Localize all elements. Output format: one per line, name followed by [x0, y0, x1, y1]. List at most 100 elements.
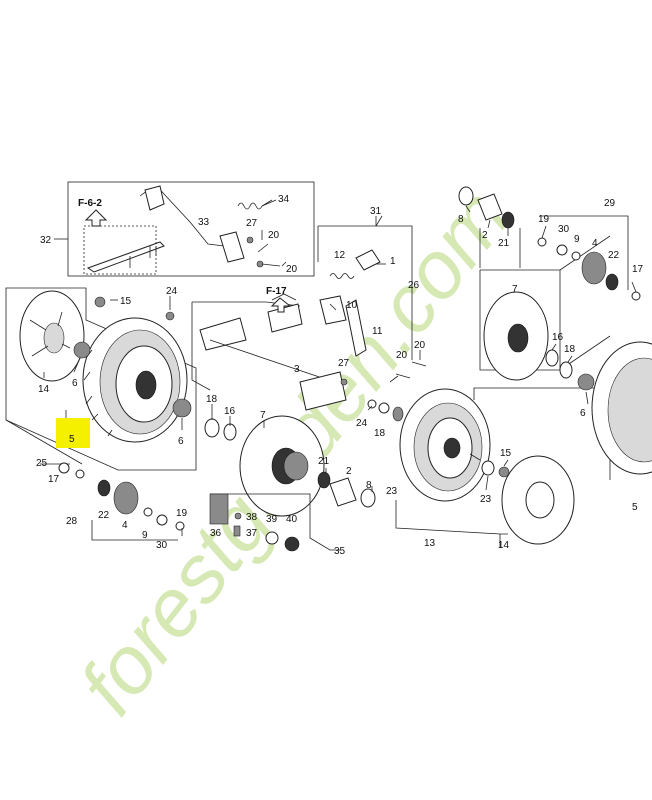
- callout-9a: 9: [142, 530, 148, 541]
- left-assembly-outline: [5, 287, 197, 471]
- callout-23a: 23: [386, 486, 398, 497]
- callout-27a: 27: [246, 218, 258, 229]
- callout-5a: 5: [69, 434, 75, 445]
- callout-4b: 4: [592, 238, 598, 249]
- ref-f17-arrow: [270, 297, 292, 313]
- right-hubcap: [501, 455, 575, 545]
- highlight-part-5[interactable]: [56, 418, 90, 448]
- callout-22a: 22: [98, 510, 110, 521]
- callout-8b: 8: [458, 214, 464, 225]
- gear-6a: [73, 341, 91, 359]
- callout-4a: 4: [122, 520, 128, 531]
- center-frame: [191, 249, 427, 411]
- callout-19b: 19: [538, 214, 550, 225]
- callout-17b: 17: [632, 264, 644, 275]
- callout-18c: 18: [564, 344, 576, 355]
- bushing-21b: [501, 211, 515, 229]
- left-wheel: [82, 317, 188, 443]
- callout-35: 35: [334, 546, 346, 557]
- callout-6c: 6: [580, 408, 586, 419]
- callout-17a: 17: [48, 474, 60, 485]
- callout-22b: 22: [608, 250, 620, 261]
- callout-8a: 8: [366, 480, 372, 491]
- callout-16a: 16: [224, 406, 236, 417]
- callout-34: 34: [278, 194, 290, 205]
- callout-13: 13: [424, 538, 436, 549]
- callout-27b: 27: [338, 358, 350, 369]
- top-shaft-outline: [479, 228, 521, 268]
- callout-38: 38: [246, 512, 258, 523]
- washer-18b: [378, 402, 390, 414]
- bolt-15b: [498, 466, 510, 478]
- callout-6b: 6: [178, 436, 184, 447]
- ref-f62-label: F-6-2: [78, 198, 102, 209]
- gear-6c: [577, 373, 595, 391]
- callout-16b: 16: [552, 332, 564, 343]
- callout-6a: 6: [72, 378, 78, 389]
- center-upper-outline: [317, 216, 413, 360]
- right-pulley: [483, 291, 549, 381]
- callout-20d: 20: [414, 340, 426, 351]
- callout-23b: 23: [480, 494, 492, 505]
- callout-14a: 14: [38, 384, 50, 395]
- washer-8b: [458, 186, 474, 206]
- callout-12: 12: [334, 250, 346, 261]
- callout-29: 29: [604, 198, 616, 209]
- callout-15b: 15: [500, 448, 512, 459]
- callout-18a: 18: [206, 394, 218, 405]
- callout-9b: 9: [574, 234, 580, 245]
- inset-box-f62: [54, 181, 315, 277]
- callout-28: 28: [66, 516, 78, 527]
- callout-31: 31: [370, 206, 382, 217]
- lower-left-drive: [40, 462, 185, 541]
- callout-32: 32: [40, 235, 52, 246]
- washer-24b: [367, 399, 377, 409]
- washer-16a: [223, 423, 237, 441]
- callout-21b: 21: [498, 238, 510, 249]
- callout-2b: 2: [482, 230, 488, 241]
- collar-2b: [477, 193, 503, 221]
- callout-30b: 30: [558, 224, 570, 235]
- collar-2a: [329, 477, 357, 507]
- center-right-wheel: [399, 388, 491, 502]
- callout-37: 37: [246, 528, 258, 539]
- callout-1: 1: [390, 256, 396, 267]
- callout-20a: 20: [268, 230, 280, 241]
- callout-30a: 30: [156, 540, 168, 551]
- callout-3: 3: [294, 364, 300, 375]
- callout-7a: 7: [260, 410, 266, 421]
- leader-lines: [43, 199, 637, 536]
- far-right-wheel: [591, 341, 652, 475]
- center-pulley: [239, 415, 325, 517]
- callout-11: 11: [372, 326, 383, 337]
- callout-20b: 20: [286, 264, 298, 275]
- gear-6b: [172, 398, 192, 418]
- nut-24a: [165, 311, 175, 321]
- bushing-21a: [317, 471, 331, 489]
- left-hubcap: [19, 290, 85, 382]
- callout-26: 26: [408, 280, 420, 291]
- callout-20c: 20: [396, 350, 408, 361]
- callout-36: 36: [210, 528, 222, 539]
- callout-labels: 32 33 34 27 20 20 31 12 1 26 10 11 27 20…: [36, 194, 644, 557]
- callout-33: 33: [198, 217, 210, 228]
- callout-14b: 14: [498, 540, 510, 551]
- callout-21a: 21: [318, 456, 330, 467]
- callout-2a: 2: [346, 466, 352, 477]
- right-drive-group: [537, 215, 641, 301]
- lower-center-group: [209, 493, 340, 552]
- callout-24c: 24: [356, 418, 368, 429]
- bushing-18a: [204, 418, 220, 438]
- bolt-15a: [94, 296, 106, 308]
- callout-25: 25: [36, 458, 48, 469]
- bushing-22: [392, 406, 404, 422]
- washer-18c: [559, 361, 573, 379]
- callout-7b: 7: [512, 284, 518, 295]
- callout-10: 10: [346, 300, 358, 311]
- callout-39: 39: [266, 514, 278, 525]
- callout-15a: 15: [120, 296, 132, 307]
- callout-19a: 19: [176, 508, 188, 519]
- callout-18b: 18: [374, 428, 386, 439]
- washer-16b: [545, 349, 559, 367]
- callout-24b: 24: [166, 286, 178, 297]
